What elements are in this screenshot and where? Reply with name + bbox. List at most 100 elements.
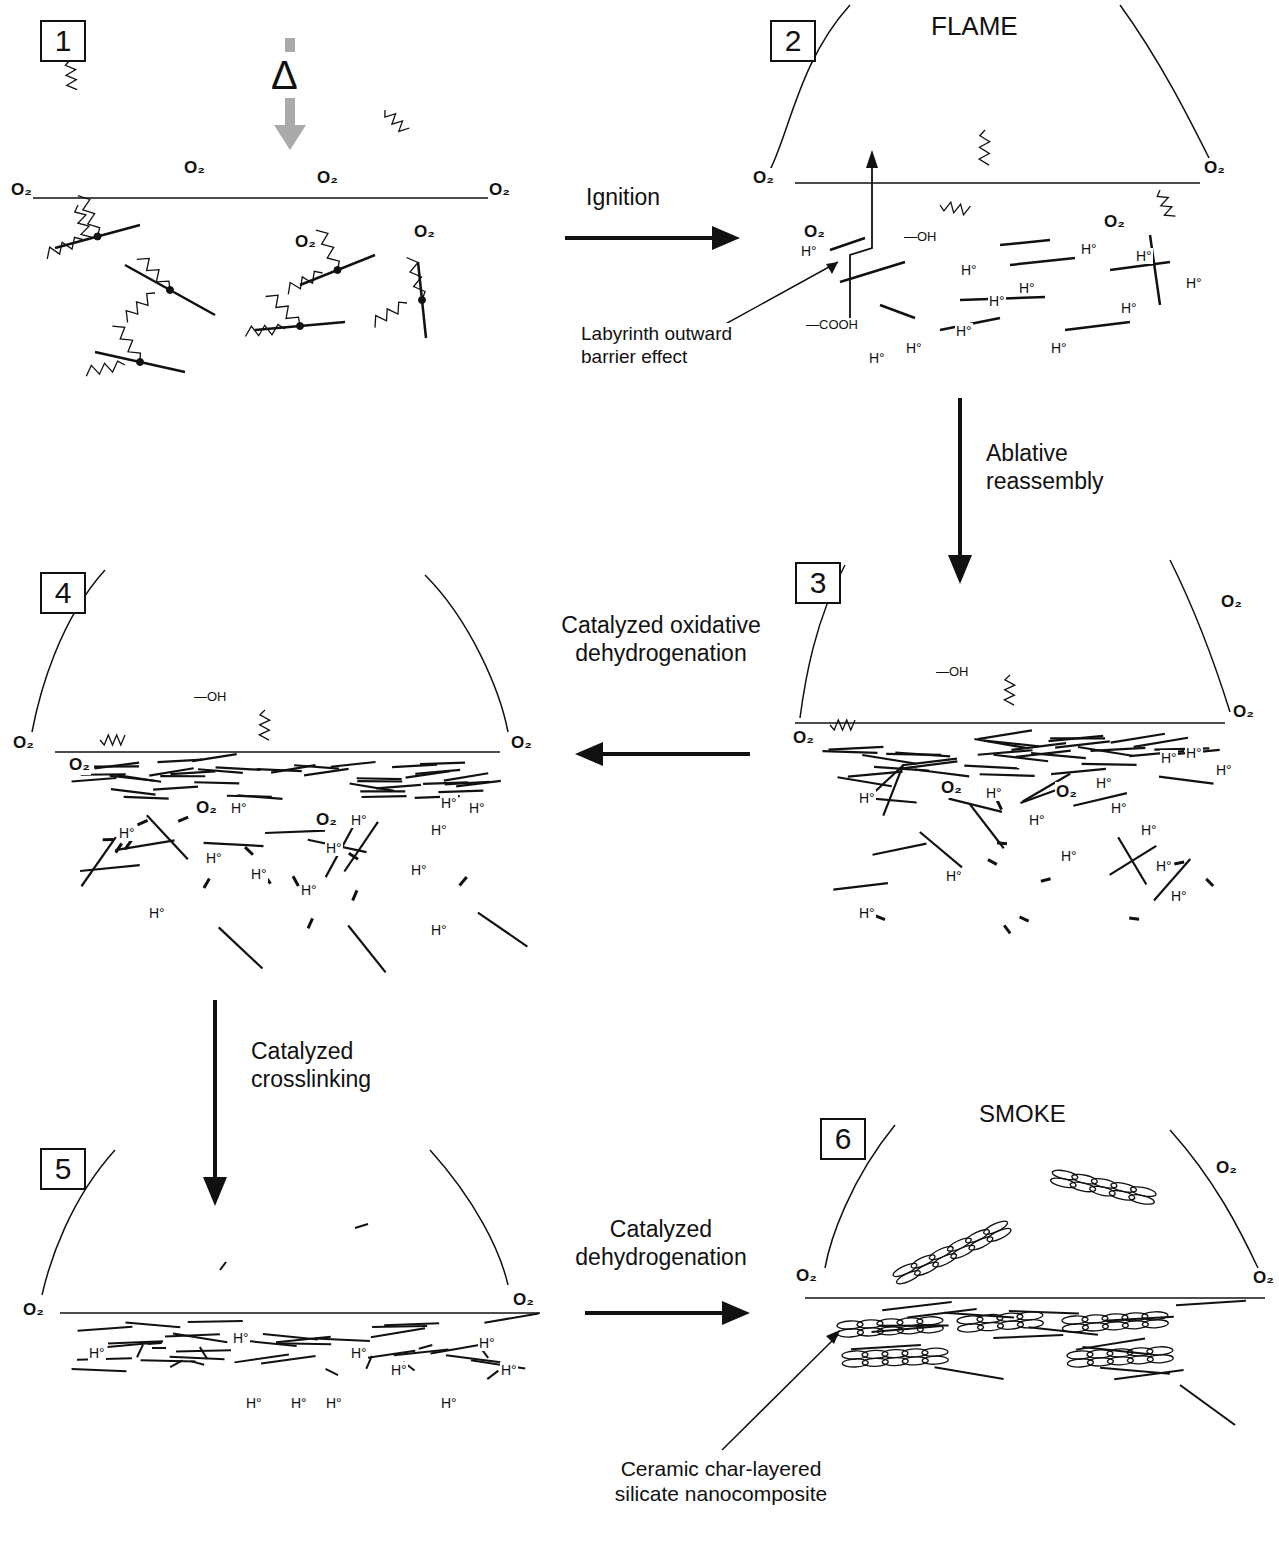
polymer-chain [375, 302, 407, 328]
step-label: Catalyzed oxidative dehydrogenation [540, 612, 782, 667]
radical-label: H° [325, 840, 343, 856]
clay-platelet [125, 1323, 180, 1328]
radical-label: H° [205, 850, 223, 866]
clay-platelet [344, 822, 378, 872]
clay-platelet [170, 771, 215, 774]
clay-platelet [117, 775, 162, 782]
clay-platelet [361, 1351, 415, 1359]
clay-platelet [353, 890, 357, 900]
clay-platelet [419, 1345, 432, 1349]
clay-platelet [840, 262, 905, 282]
step-label: Ignition [585, 184, 661, 210]
polymer-chain [86, 361, 125, 376]
clay-platelet [376, 785, 421, 789]
radical-label: H° [985, 785, 1003, 801]
species-label: O₂ [1232, 702, 1255, 722]
silicate-stack [892, 1219, 1013, 1287]
clay-platelet [170, 1357, 225, 1360]
polymer-chain [316, 230, 339, 270]
clay-platelet [357, 777, 402, 780]
species-label: —OH [903, 230, 938, 245]
clay-platelet [851, 1345, 921, 1349]
radical-label: H° [430, 922, 448, 938]
species-label: O₂ [792, 728, 815, 748]
clay-platelet [392, 765, 437, 767]
clay-platelet [173, 1334, 227, 1343]
clay-platelet [191, 1361, 205, 1365]
clay-platelet [326, 824, 355, 877]
species-label: O₂ [183, 158, 206, 178]
silicate-stack [1067, 1346, 1174, 1368]
species-label: O₂ [316, 168, 339, 188]
radical-label: H° [955, 323, 973, 339]
species-label: O₂ [803, 222, 826, 242]
clay-platelet [1206, 879, 1213, 886]
clay-platelet [78, 1327, 133, 1331]
clay-platelet [1004, 925, 1010, 933]
radical-label: H° [350, 1345, 368, 1361]
clay-platelet [478, 913, 527, 947]
radical-label: H° [1215, 762, 1233, 778]
polymer-chain [100, 735, 125, 745]
species-label: O₂ [1055, 782, 1078, 802]
clay-platelet [160, 775, 205, 777]
clay-platelet [833, 883, 888, 889]
clay-platelet [355, 1224, 368, 1228]
radical-label: H° [858, 790, 876, 806]
clay-platelet [94, 763, 139, 769]
clay-platelet [1010, 258, 1075, 265]
radical-label: H° [390, 1362, 408, 1378]
clay-platelet [822, 751, 877, 753]
clay-platelet [935, 1367, 1004, 1379]
clay-platelet [876, 916, 885, 920]
clay-platelet [242, 1340, 297, 1346]
clay-platelet [1180, 1385, 1235, 1425]
clay-platelet [830, 238, 865, 250]
step-label: Catalyzed crosslinking [250, 1038, 452, 1093]
clay-platelet [315, 1339, 370, 1342]
clay-platelet [204, 843, 264, 846]
radical-label: H° [232, 1330, 250, 1346]
stage-number: 3 [810, 568, 827, 598]
clay-platelet [862, 755, 916, 764]
radical-label: H° [1060, 848, 1078, 864]
clay-platelet [384, 1323, 439, 1325]
clay-platelet [152, 1347, 166, 1349]
silicate-stack [842, 1348, 948, 1368]
species-label: O₂ [1203, 158, 1226, 178]
clay-platelet [157, 760, 202, 762]
clay-platelet [178, 817, 188, 821]
radical-label: H° [945, 868, 963, 884]
radical-label: H° [118, 825, 136, 841]
radical-label: H° [1185, 745, 1203, 761]
clay-platelet [304, 769, 349, 775]
clay-platelet [72, 1369, 127, 1371]
clay-platelet [1159, 777, 1214, 784]
radical-label: H° [500, 1362, 518, 1378]
clay-platelet [360, 790, 405, 792]
clay-platelet [147, 815, 188, 859]
species-label: O₂ [1215, 1158, 1238, 1178]
clay-platelet [431, 1344, 485, 1353]
clay-platelet [148, 1342, 162, 1345]
clay-platelet [978, 730, 1032, 739]
radical-label: H° [148, 905, 166, 921]
radical-label: H° [325, 1395, 343, 1411]
species-label: O₂ [512, 1290, 535, 1310]
radical-label: H° [1170, 888, 1188, 904]
clay-platelet [873, 844, 927, 855]
species-label: O₂ [294, 232, 317, 252]
clay-platelet [1110, 846, 1157, 875]
radical-label: H° [88, 1345, 106, 1361]
polymer-chain [65, 60, 77, 90]
clay-platelet [371, 1328, 425, 1337]
clay-platelet [1051, 769, 1106, 774]
step-label: Ablative reassembly [985, 440, 1167, 495]
radical-label: H° [1155, 858, 1173, 874]
species-label: —COOH [805, 318, 859, 333]
species-label: O₂ [413, 222, 436, 242]
polymer-chain [245, 324, 285, 336]
clay-platelet [80, 865, 140, 871]
clay-platelet [1082, 764, 1137, 765]
clay-platelet [348, 925, 385, 972]
